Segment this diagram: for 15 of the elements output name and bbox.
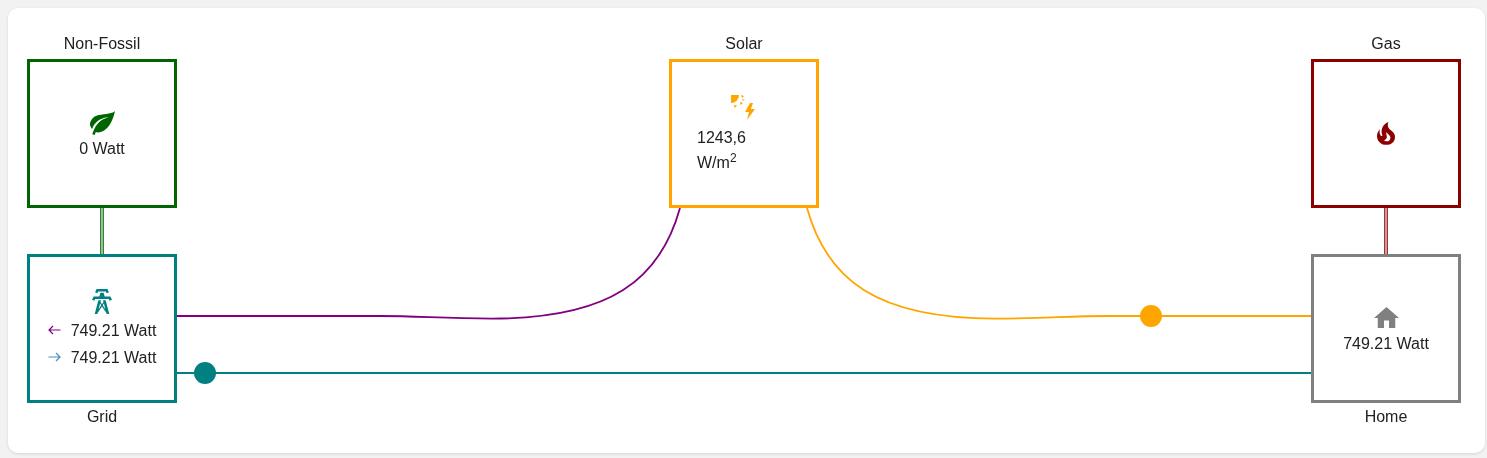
double-line bbox=[1384, 208, 1388, 254]
box-caption: Gas bbox=[1371, 34, 1401, 54]
box-caption: Grid bbox=[86, 407, 118, 427]
flow-line bbox=[806, 207, 1312, 320]
flow-line bbox=[176, 372, 1312, 374]
power-value: 749.21 Watt bbox=[70, 347, 157, 368]
box-caption: Non-Fossil bbox=[63, 34, 141, 54]
flow-line bbox=[176, 207, 681, 320]
box-caption: Solar bbox=[725, 34, 763, 54]
double-line bbox=[100, 208, 104, 254]
power-value: 0 Watt bbox=[79, 138, 125, 159]
power-value: 749.21 Watt bbox=[70, 320, 157, 341]
box-caption: Home bbox=[1364, 407, 1408, 427]
irradiance-value: 1243,6 W/m$^{2}$ bbox=[697, 128, 747, 173]
power-value: 749.21 Watt bbox=[1343, 333, 1429, 354]
